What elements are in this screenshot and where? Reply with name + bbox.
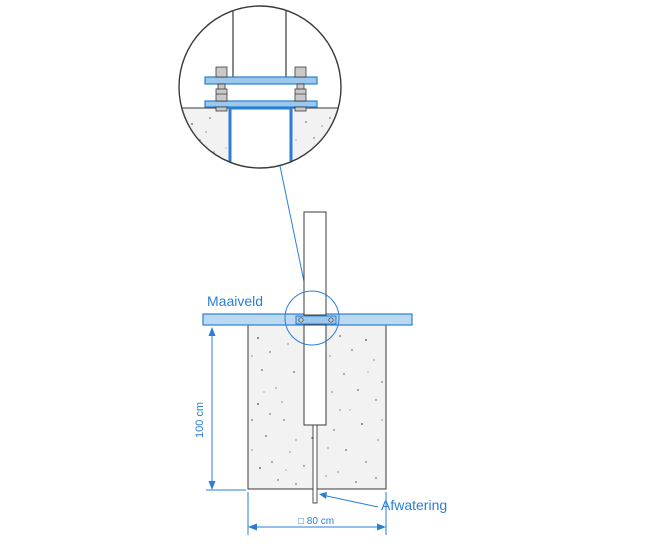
- detail-marker-circle: [284, 290, 340, 346]
- ground-level-label: Maaiveld: [207, 293, 263, 309]
- width-label: □ 80 cm: [298, 516, 334, 527]
- detail-circle-outline: [178, 5, 342, 169]
- drainage-leader: [319, 492, 379, 508]
- width-dimension: [247, 492, 387, 535]
- post-above-ground: [303, 211, 327, 316]
- drainage-pipe: [312, 424, 318, 504]
- detail-upper-plate: [204, 76, 318, 85]
- detail-lower-plate: [204, 100, 318, 108]
- detail-callout: [178, 5, 342, 169]
- detail-leader-line: [279, 165, 307, 292]
- post-sleeve: [303, 324, 327, 426]
- bolt-left: [298, 317, 304, 323]
- detail-bolt-left: [215, 66, 228, 112]
- detail-sleeve: [228, 106, 293, 168]
- concrete-speckles: [251, 335, 383, 485]
- depth-dimension: [206, 327, 246, 491]
- detail-bolt-right: [294, 66, 307, 112]
- depth-label: 100 cm: [194, 402, 206, 438]
- bolt-right: [328, 317, 334, 323]
- drainage-label: Afwatering: [381, 497, 447, 513]
- mounting-plate: [295, 315, 337, 325]
